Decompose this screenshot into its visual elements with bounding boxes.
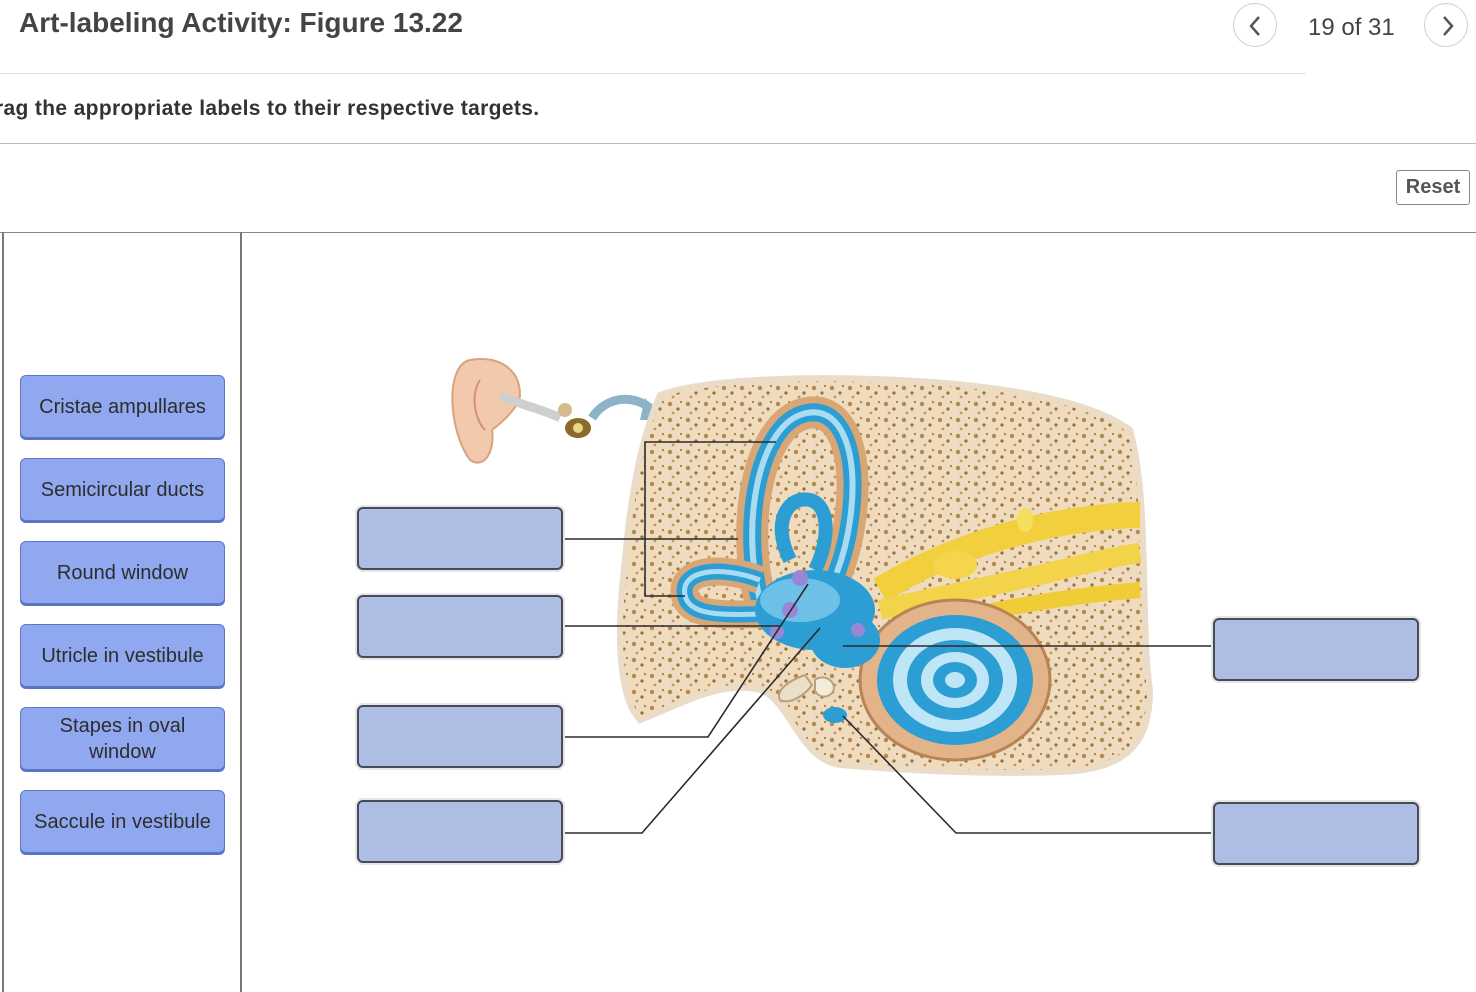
label-bank (2, 232, 242, 992)
chevron-right-icon (1443, 16, 1454, 36)
stapes (778, 673, 814, 703)
drop-target-4[interactable] (357, 800, 563, 863)
drop-target-2[interactable] (357, 595, 563, 658)
drop-target-5[interactable] (1213, 618, 1419, 681)
header-divider (0, 73, 1306, 74)
label-tile-stapes-in-oval-window[interactable]: Stapes in oval window (20, 707, 225, 770)
zoom-arrow-icon (588, 394, 653, 421)
label-tile-utricle-in-vestibule[interactable]: Utricle in vestibule (20, 624, 225, 687)
workspace-divider (0, 232, 1476, 233)
leader-lines (563, 441, 1213, 834)
next-item-button[interactable] (1424, 3, 1468, 47)
temporal-bone (617, 375, 1154, 776)
chevron-left-icon (1249, 16, 1260, 36)
label-tile-semicircular-ducts[interactable]: Semicircular ducts (20, 458, 225, 521)
instructions-divider (0, 143, 1476, 144)
drop-target-6[interactable] (1213, 802, 1419, 865)
label-tile-saccule-in-vestibule[interactable]: Saccule in vestibule (20, 790, 225, 853)
vestibulocochlear-nerve (873, 502, 1142, 638)
item-counter: 19 of 31 (1308, 14, 1395, 41)
cochlea (858, 598, 1052, 762)
label-tile-cristae-ampullares[interactable]: Cristae ampullares (20, 375, 225, 438)
outer-ear-thumbnail-icon (451, 358, 591, 464)
previous-item-button[interactable] (1233, 3, 1277, 47)
page-title: Art-labeling Activity: Figure 13.22 (19, 7, 463, 38)
instructions-text: rag the appropriate labels to their resp… (0, 97, 540, 120)
drop-target-3[interactable] (357, 705, 563, 768)
drop-target-1[interactable] (357, 507, 563, 570)
label-tile-round-window[interactable]: Round window (20, 541, 225, 604)
vestibule-and-semicircular-canals (670, 396, 880, 668)
reset-button[interactable]: Reset (1396, 170, 1470, 205)
